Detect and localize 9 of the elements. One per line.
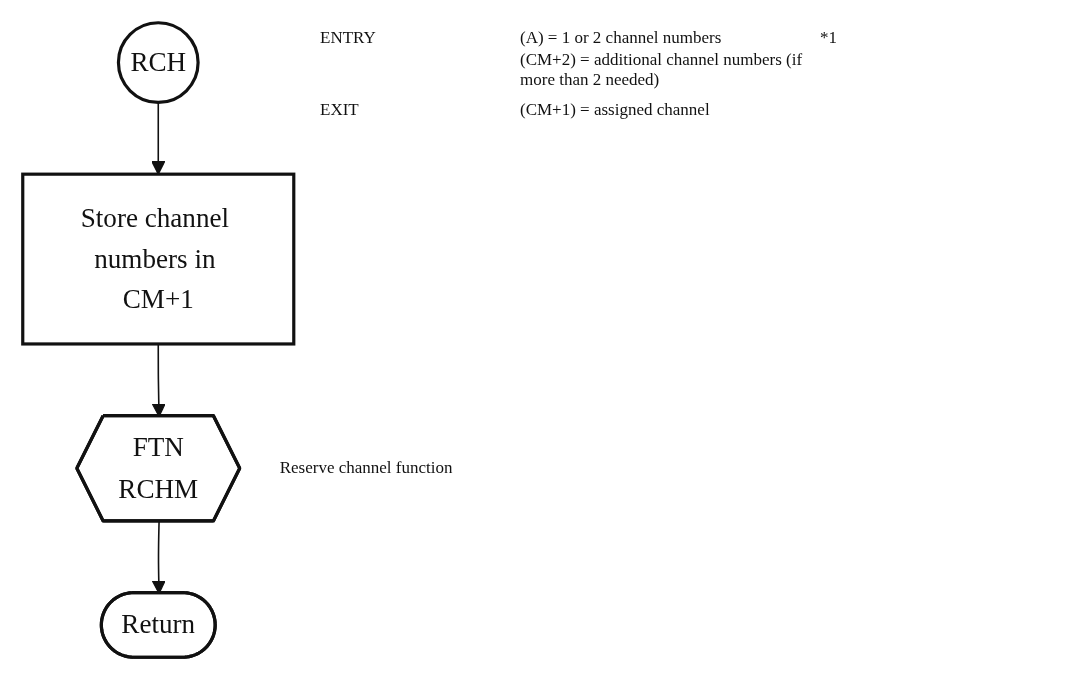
section-label: ENTRY: [320, 28, 376, 48]
definition-text: (A) = 1 or 2 channel numbers: [520, 28, 722, 48]
section-label: EXIT: [320, 100, 359, 120]
node-circle: RCH: [116, 21, 200, 105]
footnote-mark: *1: [820, 28, 837, 48]
definition-text: (CM+1) = assigned channel: [520, 100, 710, 120]
node-box: Store channel numbers in CM+1: [21, 172, 296, 346]
definition-text: (CM+2) = additional channel numbers (if more than 2 needed): [520, 50, 804, 90]
note-text: Reserve channel function: [279, 458, 453, 479]
